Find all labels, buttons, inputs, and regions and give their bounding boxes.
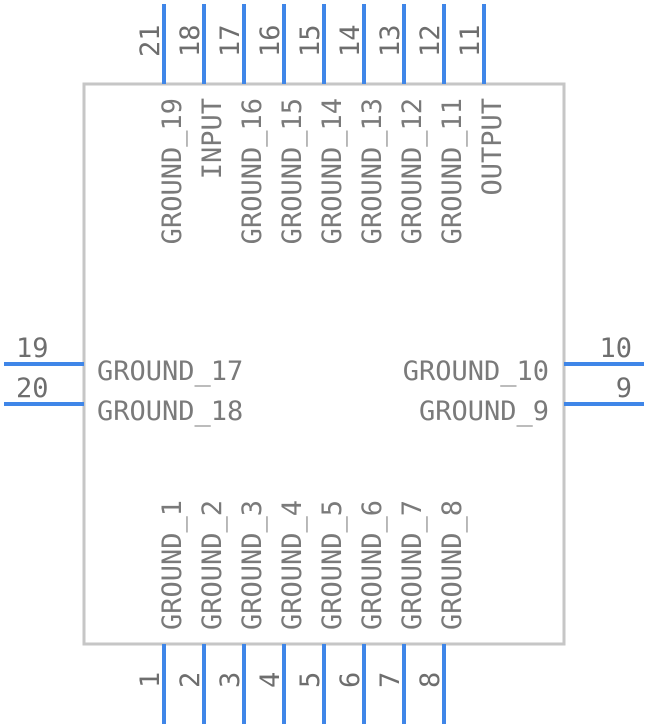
pins-layer: 21GROUND_1918INPUT17GROUND_1616GROUND_15… — [4, 4, 644, 724]
pin-number-13: 13 — [375, 24, 406, 57]
signal-label-ground-6: GROUND_6 — [357, 500, 388, 630]
pin-number-10: 10 — [599, 333, 632, 364]
pin-number-12: 12 — [415, 24, 446, 57]
pin-number-1: 1 — [135, 672, 166, 688]
pin-number-16: 16 — [255, 24, 286, 57]
pin-number-14: 14 — [335, 24, 366, 57]
pin-number-9: 9 — [616, 373, 632, 404]
pin-number-19: 19 — [16, 333, 49, 364]
pin-number-5: 5 — [295, 672, 326, 688]
signal-label-ground-15: GROUND_15 — [277, 98, 308, 244]
pin-number-17: 17 — [215, 24, 246, 57]
signal-label-ground-12: GROUND_12 — [397, 98, 428, 244]
pin-number-11: 11 — [455, 24, 486, 57]
signal-label-ground-2: GROUND_2 — [197, 500, 228, 630]
signal-label-input: INPUT — [197, 98, 228, 179]
pin-number-6: 6 — [335, 672, 366, 688]
signal-label-ground-17: GROUND_17 — [97, 356, 243, 387]
signal-label-ground-11: GROUND_11 — [437, 98, 468, 244]
signal-label-ground-3: GROUND_3 — [237, 500, 268, 630]
pin-number-3: 3 — [215, 672, 246, 688]
signal-label-ground-5: GROUND_5 — [317, 500, 348, 630]
signal-label-ground-19: GROUND_19 — [157, 98, 188, 244]
pin-number-21: 21 — [135, 24, 166, 57]
signal-label-ground-9: GROUND_9 — [419, 396, 549, 427]
pin-number-15: 15 — [295, 24, 326, 57]
signal-label-ground-18: GROUND_18 — [97, 396, 243, 427]
pin-number-4: 4 — [255, 672, 286, 688]
component-body — [82, 82, 566, 646]
pin-number-8: 8 — [415, 672, 446, 688]
pin-number-20: 20 — [16, 373, 49, 404]
signal-label-ground-1: GROUND_1 — [157, 500, 188, 630]
signal-label-output: OUTPUT — [477, 98, 508, 196]
signal-label-ground-7: GROUND_7 — [397, 500, 428, 630]
pin-number-18: 18 — [175, 24, 206, 57]
signal-label-ground-13: GROUND_13 — [357, 98, 388, 244]
pin-number-7: 7 — [375, 672, 406, 688]
signal-label-ground-4: GROUND_4 — [277, 500, 308, 630]
pin-number-2: 2 — [175, 672, 206, 688]
signal-label-ground-16: GROUND_16 — [237, 98, 268, 244]
signal-label-ground-10: GROUND_10 — [403, 356, 549, 387]
signal-label-ground-14: GROUND_14 — [317, 98, 348, 244]
signal-label-ground-8: GROUND_8 — [437, 500, 468, 630]
